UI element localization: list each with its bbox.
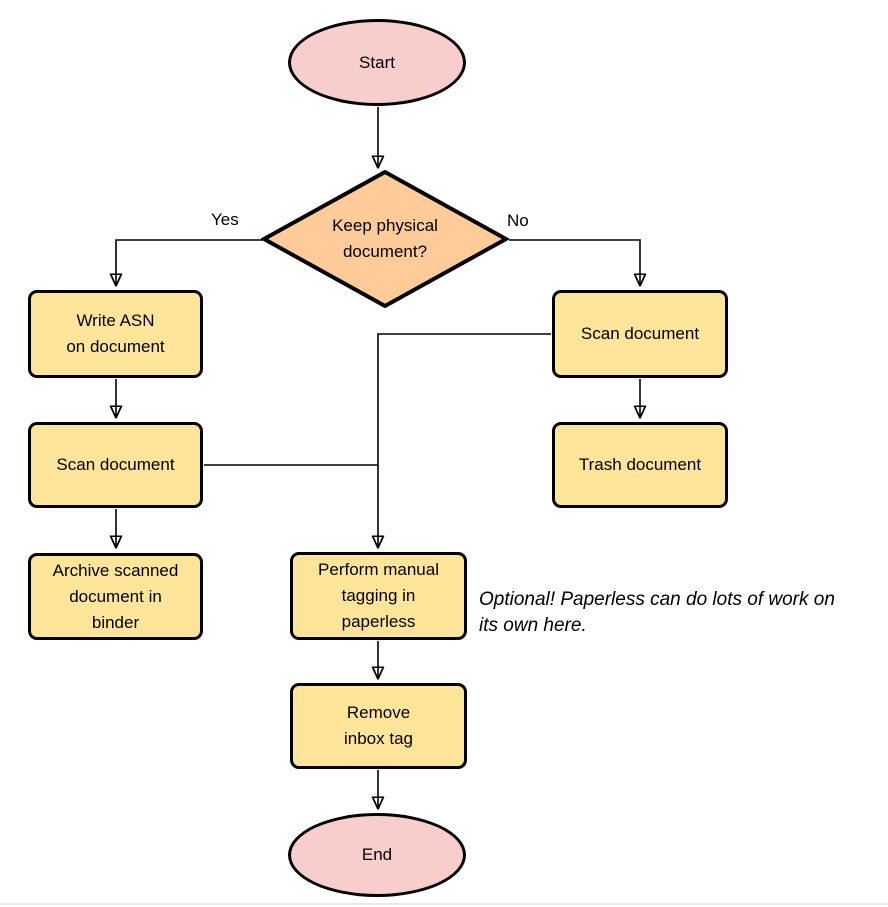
node-end: End <box>288 813 466 897</box>
node-end-label: End <box>361 845 393 864</box>
edge-label-yes: Yes <box>211 210 239 229</box>
node-remove-inbox-tag-label: Remove inbox tag <box>344 703 413 748</box>
node-scan-document-left: Scan document <box>28 422 203 508</box>
connector-decision-no-to-scan-right <box>509 239 640 286</box>
edge-label-no: No <box>507 211 529 230</box>
node-decision-label: Keep physical document? <box>332 216 438 261</box>
node-manual-tagging-label: Perform manual tagging in paperless <box>318 560 439 631</box>
connector-scan-right-to-tagging <box>378 333 551 548</box>
annotation-note: Optional! Paperless can do lots of work … <box>479 589 835 636</box>
window-bottom-edge <box>0 903 888 905</box>
node-trash-document: Trash document <box>552 422 728 508</box>
node-start-label: Start <box>359 52 395 72</box>
node-remove-inbox-tag: Remove inbox tag <box>290 683 467 769</box>
node-scan-document-right-label: Scan document <box>580 324 700 343</box>
connector-decision-yes-to-write-asn <box>116 239 263 286</box>
node-scan-document-left-label: Scan document <box>56 455 175 474</box>
node-decision: Keep physical document? <box>261 170 509 308</box>
node-write-asn: Write ASN on document <box>28 290 203 378</box>
node-start: Start <box>288 19 466 106</box>
decision-diamond-shape <box>261 170 509 308</box>
node-manual-tagging: Perform manual tagging in paperless <box>290 552 467 640</box>
node-write-asn-label: Write ASN on document <box>66 311 165 356</box>
node-scan-document-right: Scan document <box>552 290 728 378</box>
node-trash-document-label: Trash document <box>578 455 702 474</box>
node-archive-binder-label: Archive scanned document in binder <box>52 560 179 632</box>
node-archive-binder: Archive scanned document in binder <box>28 553 203 640</box>
